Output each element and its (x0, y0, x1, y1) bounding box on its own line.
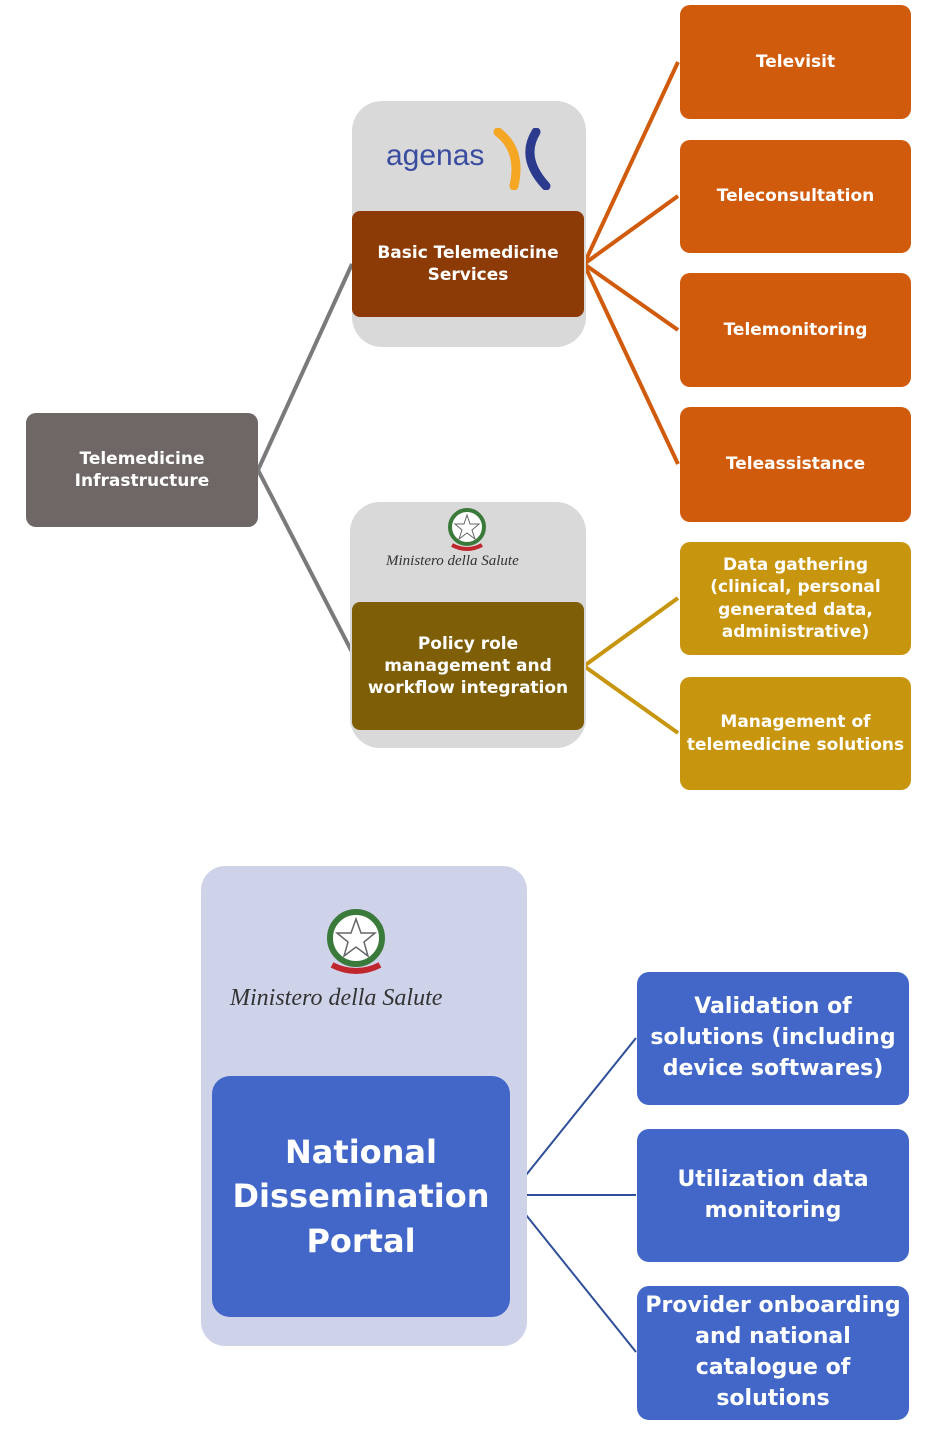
teleassistance-node: Teleassistance (680, 407, 911, 522)
portal-connectors (509, 1037, 637, 1353)
policy-connectors (582, 596, 680, 735)
national-dissemination-portal-node: National Dissemination Portal (212, 1076, 510, 1317)
televisit-node: Televisit (680, 5, 911, 119)
italian-emblem-icon (448, 508, 486, 551)
data-gathering-node: Data gathering (clinical, personal gener… (680, 542, 911, 655)
agenas-logo-text: agenas (386, 139, 485, 172)
management-solutions-node: Management of telemedicine solutions (680, 677, 911, 790)
services-connectors (582, 61, 680, 465)
agenas-logo-icon (493, 128, 551, 190)
telemonitoring-node: Telemonitoring (680, 273, 911, 387)
root-node: Telemedicine Infrastructure (26, 413, 258, 527)
ministero-logo-text: Ministero della Salute (386, 553, 519, 569)
teleconsultation-node: Teleconsultation (680, 140, 911, 253)
root-connectors (256, 263, 354, 653)
validation-solutions-node: Validation of solutions (including devic… (637, 972, 909, 1105)
policy-role-management-node: Policy role management and workflow inte… (352, 602, 584, 730)
utilization-monitoring-node: Utilization data monitoring (637, 1129, 909, 1262)
basic-telemedicine-services-node: Basic Telemedicine Services (352, 211, 584, 317)
italian-emblem-icon (327, 909, 385, 974)
ministero-logo-text: Ministero della Salute (230, 985, 443, 1011)
provider-onboarding-node: Provider onboarding and national catalog… (637, 1286, 909, 1420)
